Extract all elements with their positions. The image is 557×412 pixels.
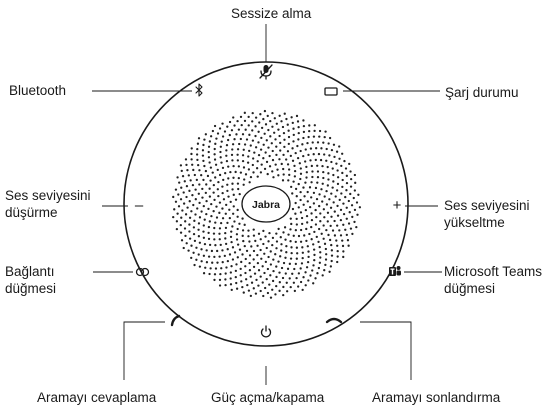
- logo-badge: [241, 185, 291, 223]
- label-power: Güç açma/kapama: [211, 390, 325, 405]
- answer-leader-line: [123, 321, 165, 380]
- plus-icon[interactable]: +: [393, 197, 402, 214]
- mute-icon[interactable]: [259, 64, 273, 80]
- label-mute: Sessize alma: [231, 6, 312, 21]
- phone-hangup-icon[interactable]: [325, 317, 343, 324]
- label-answer: Aramayı cevaplama: [37, 390, 157, 405]
- end-call-leader-line: [360, 321, 412, 380]
- phone-answer-icon[interactable]: [170, 314, 181, 327]
- label-end-call: Aramayı sonlandırma: [372, 390, 501, 405]
- bluetooth-icon: [195, 83, 203, 97]
- minus-icon[interactable]: –: [135, 197, 144, 214]
- microsoft-teams-icon[interactable]: [389, 266, 401, 276]
- link-rings-icon[interactable]: [135, 267, 150, 277]
- label-battery: Şarj durumu: [445, 85, 519, 100]
- battery-icon: [324, 87, 338, 96]
- power-icon[interactable]: [260, 325, 272, 338]
- jabra-logo: Jabra: [252, 199, 280, 211]
- speaker-grille: [172, 109, 362, 299]
- label-bluetooth: Bluetooth: [9, 83, 67, 98]
